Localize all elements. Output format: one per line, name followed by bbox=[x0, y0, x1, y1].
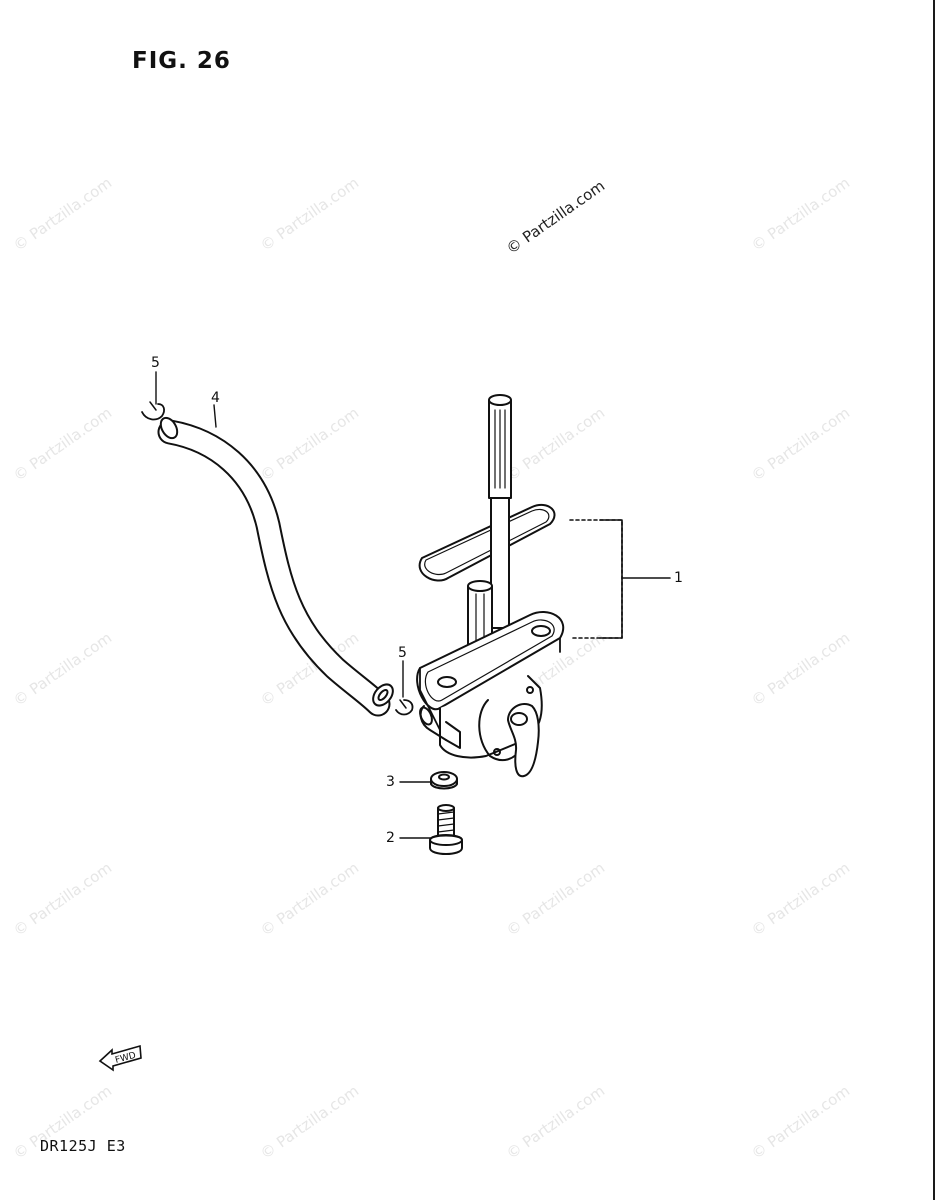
callout-4[interactable]: 4 bbox=[211, 390, 220, 406]
valve-body bbox=[419, 675, 543, 778]
figure-title: FIG. 26 bbox=[132, 48, 231, 74]
mounting-plate bbox=[416, 610, 565, 731]
callout-5-lower[interactable]: 5 bbox=[398, 645, 407, 661]
hose-clamp-upper bbox=[141, 401, 165, 421]
washer bbox=[430, 771, 458, 790]
page-edge-rule bbox=[933, 0, 935, 1200]
fuel-hose bbox=[157, 416, 394, 717]
callout-1[interactable]: 1 bbox=[674, 570, 683, 586]
gasket-o-ring bbox=[418, 504, 556, 582]
hose-clamp-lower bbox=[395, 699, 414, 716]
callout-3[interactable]: 3 bbox=[386, 774, 395, 790]
callout-2[interactable]: 2 bbox=[386, 830, 395, 846]
bolt bbox=[429, 804, 463, 855]
callout-5-upper[interactable]: 5 bbox=[151, 355, 160, 371]
leader-4 bbox=[213, 404, 217, 428]
model-code: DR125J E3 bbox=[40, 1137, 126, 1155]
fwd-arrow-icon: FWD bbox=[98, 1044, 142, 1072]
reserve-standpipe bbox=[488, 394, 512, 629]
